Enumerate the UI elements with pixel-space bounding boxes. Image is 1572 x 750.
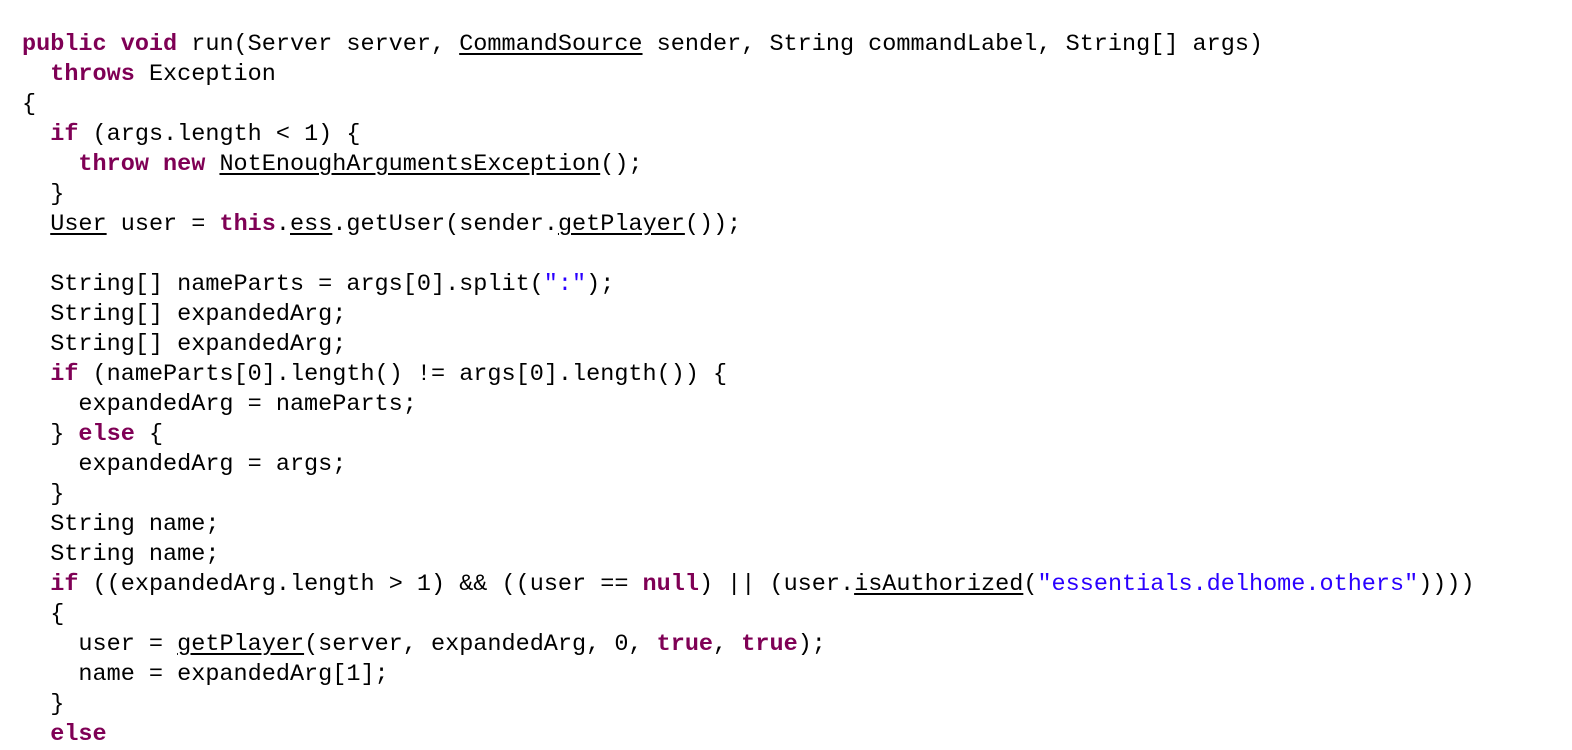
code-token: String name; [22,541,220,568]
code-token [22,61,50,88]
code-line: if (nameParts[0].length() != args[0].len… [22,360,1475,390]
code-line: String name; [22,510,1475,540]
code-token: Exception [134,61,276,88]
reference-token: getPlayer [557,211,685,238]
keyword-token: null [642,571,699,598]
code-editor[interactable]: public void run(Server server, CommandSo… [22,30,1475,750]
keyword-token: throw new [78,151,206,178]
code-token: ( [1023,571,1038,598]
code-token [205,151,219,178]
code-token: )))) [1418,571,1475,598]
reference-token: isAuthorized [854,571,1024,598]
code-token: } [22,181,65,208]
code-line: { [22,600,1475,630]
code-line: { [22,90,1475,120]
keyword-token: else [78,421,135,448]
code-token: . [275,211,290,238]
code-line: } else { [22,420,1475,450]
reference-token: User [50,211,107,238]
code-line: else [22,720,1475,750]
code-line: } [22,180,1475,210]
code-line: throw new NotEnoughArgumentsException(); [22,150,1475,180]
code-line: String[] nameParts = args[0].split(":"); [22,270,1475,300]
code-token: (nameParts[0].length() != args[0].length… [78,361,728,388]
code-token [22,571,50,598]
code-token: expandedArg = nameParts; [22,391,417,418]
code-token: (args.length < 1) { [78,121,361,148]
code-token: .getUser(sender. [332,211,558,238]
keyword-token: true [741,631,798,658]
code-token [22,211,50,238]
keyword-token: if [50,571,79,598]
code-token: } [22,481,65,508]
code-token: } [22,421,79,448]
code-token: user = [22,631,178,658]
code-token: expandedArg = args; [22,451,347,478]
code-token: ); [586,271,615,298]
code-token [22,361,50,388]
code-line: if (args.length < 1) { [22,120,1475,150]
code-token: user = [106,211,220,238]
code-line: user = getPlayer(server, expandedArg, 0,… [22,630,1475,660]
code-token: String[] nameParts = args[0].split( [22,271,544,298]
code-token: { [134,421,164,448]
keyword-token: this [219,211,276,238]
keyword-token: public void [22,31,178,58]
string-literal-token: ":" [543,271,587,298]
code-token: ((expandedArg.length > 1) && ((user == [78,571,643,598]
code-line: String[] expandedArg; [22,330,1475,360]
code-line: if ((expandedArg.length > 1) && ((user =… [22,570,1475,600]
code-token: (); [600,151,643,178]
reference-token: CommandSource [459,31,643,58]
string-literal-token: "essentials.delhome.others" [1037,571,1419,598]
code-token: { [22,601,65,628]
code-token: run(Server server, [177,31,460,58]
code-line: String[] expandedArg; [22,300,1475,330]
reference-token: NotEnoughArgumentsException [219,151,601,178]
keyword-token: if [50,121,79,148]
code-token: String[] expandedArg; [22,301,347,328]
keyword-token: throws [50,61,135,88]
code-line [22,240,1475,270]
code-token: name = expandedArg[1]; [22,661,389,688]
code-line: name = expandedArg[1]; [22,660,1475,690]
keyword-token: true [656,631,714,658]
reference-token: getPlayer [177,631,305,658]
code-token: ); [797,631,826,658]
code-line: User user = this.ess.getUser(sender.getP… [22,210,1475,240]
code-line: public void run(Server server, CommandSo… [22,30,1475,60]
code-token: sender, String commandLabel, String[] ar… [642,31,1264,58]
code-token [22,721,50,748]
code-line: expandedArg = args; [22,450,1475,480]
code-token: { [22,91,37,118]
code-token: (server, expandedArg, 0, [304,631,657,658]
reference-token: ess [290,211,333,238]
code-line: String name; [22,540,1475,570]
code-token: } [22,691,65,718]
code-token [22,121,50,148]
keyword-token: else [50,721,107,748]
code-token: ) || (user. [698,571,855,598]
code-token: String name; [22,511,220,538]
keyword-token: if [50,361,79,388]
code-line: expandedArg = nameParts; [22,390,1475,420]
code-token: , [713,631,742,658]
code-line: } [22,690,1475,720]
code-token [22,151,78,178]
code-token: ()); [684,211,742,238]
code-token: String[] expandedArg; [22,331,347,358]
code-line: } [22,480,1475,510]
code-line: throws Exception [22,60,1475,90]
